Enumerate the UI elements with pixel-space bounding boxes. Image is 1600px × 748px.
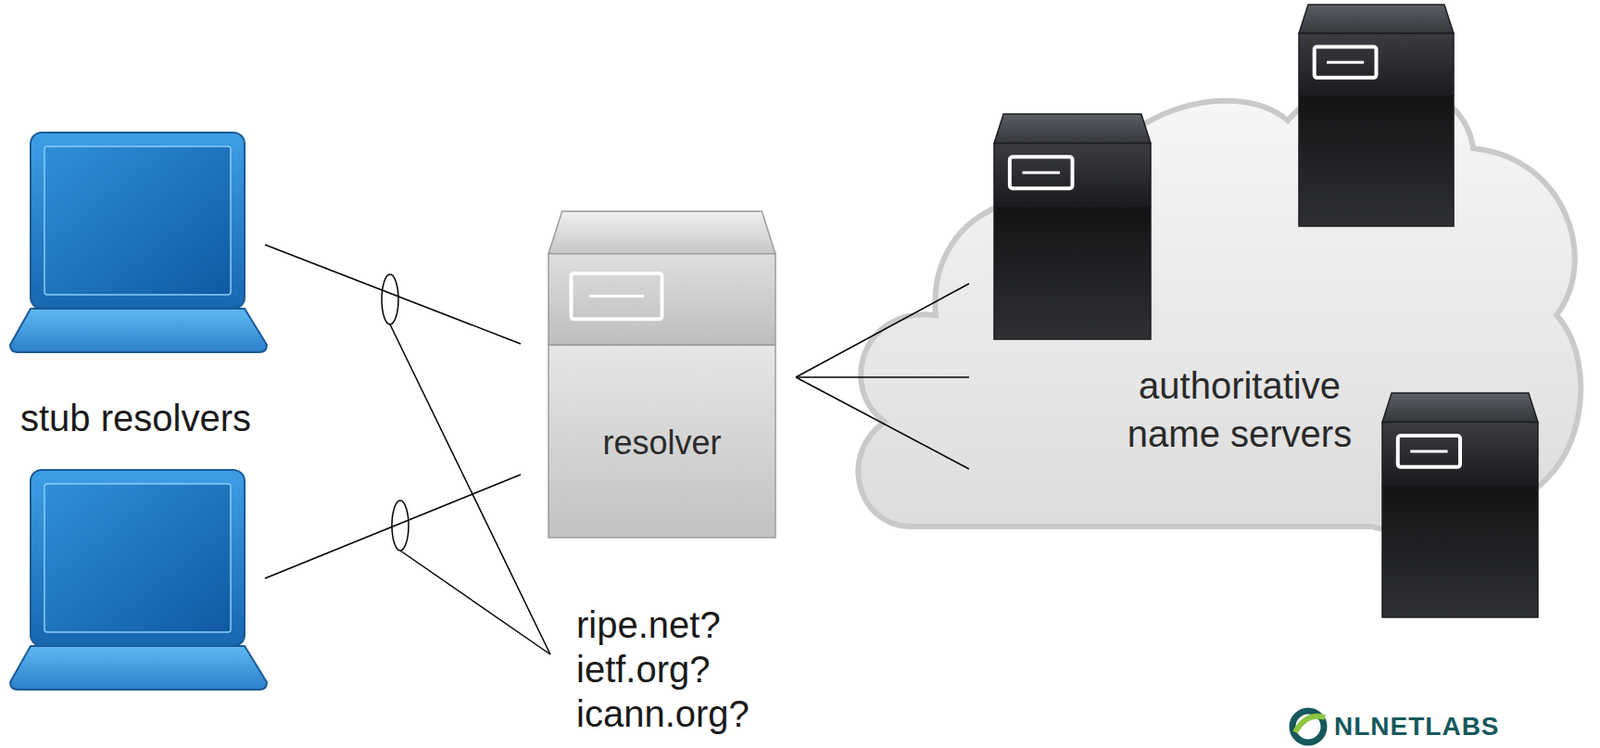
query-name: icann.org?: [576, 691, 750, 736]
leader-line: [400, 550, 551, 655]
resolver-server: resolver: [548, 211, 776, 538]
leader-line: [390, 324, 551, 655]
cloud-shape: [847, 0, 1600, 556]
query-name: ietf.org?: [576, 646, 711, 692]
server-shape: [548, 211, 776, 538]
query-wire: [264, 474, 521, 579]
query-ring: [391, 500, 409, 551]
logo-icon: [1292, 710, 1325, 743]
node-label: authoritative name servers: [1100, 361, 1379, 458]
cloud-region: authoritative name servers: [847, 0, 1600, 556]
laptop-icon: [10, 469, 267, 690]
node-label: resolver: [548, 418, 776, 467]
query-name: ripe.net?: [576, 602, 721, 647]
laptop-icon: [10, 132, 267, 353]
logo-text: NLNETLABS: [1334, 712, 1500, 741]
group-label: stub resolvers: [20, 395, 252, 441]
query-ring: [381, 274, 399, 325]
